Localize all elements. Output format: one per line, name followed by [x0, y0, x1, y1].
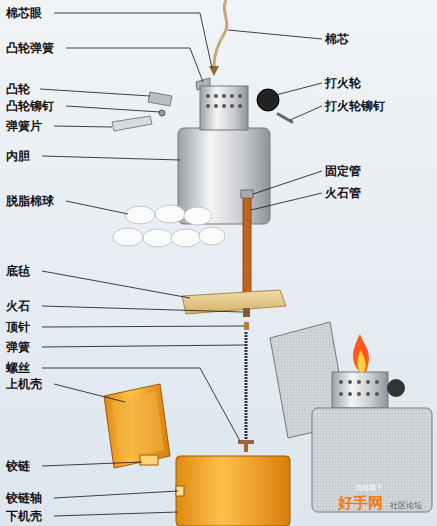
part-label: 弹簧片	[6, 118, 42, 134]
flint-wheel	[257, 89, 279, 111]
hinge	[140, 455, 158, 465]
insert-body	[178, 128, 270, 224]
part-label: 顶针	[6, 319, 30, 335]
part-label: 底毡	[6, 263, 30, 279]
cam-rivet	[159, 110, 165, 116]
wick	[214, 0, 227, 66]
part-label: 上机壳	[6, 376, 42, 392]
screw-head	[238, 440, 254, 444]
part-label: 打火轮	[325, 75, 361, 91]
flame-core	[357, 350, 365, 372]
pin	[244, 322, 249, 330]
leader-lines	[40, 13, 322, 516]
part-label: 下机壳	[6, 508, 42, 524]
part-label: 火石	[6, 298, 30, 314]
spring-plate	[112, 116, 152, 131]
part-label: 棉芯眼	[6, 5, 42, 21]
lower-case	[176, 456, 290, 526]
upper-case-inner	[112, 392, 164, 460]
flint-tube	[243, 195, 251, 295]
part-label: 凸轮弹簧	[6, 40, 54, 56]
part-label: 内胆	[6, 148, 30, 164]
assembled-case	[312, 408, 432, 512]
part-label: 脱脂棉球	[6, 193, 54, 209]
cotton-balls	[113, 205, 225, 247]
screw	[244, 444, 248, 452]
part-label: 螺丝	[6, 360, 30, 376]
flint	[243, 308, 250, 317]
assembled-holes	[339, 380, 379, 396]
wick-eyelet	[209, 66, 219, 76]
part-label: 棉芯	[325, 31, 349, 47]
cam	[148, 92, 172, 106]
part-label: 凸轮	[6, 81, 30, 97]
chimney-holes	[206, 94, 242, 108]
watermark: 社区论坛	[390, 501, 422, 511]
part-label: 弹簧	[6, 339, 30, 355]
flame	[353, 334, 369, 372]
chimney	[200, 86, 248, 130]
watermark: 好手网	[338, 493, 383, 513]
assembled-chimney	[332, 372, 388, 408]
spring	[245, 332, 248, 440]
fixing-tube	[241, 190, 253, 198]
part-label: 铰链	[6, 458, 30, 474]
upper-case	[104, 384, 170, 468]
assembled-wheel	[387, 379, 405, 397]
watermark: 清格旗下	[355, 484, 383, 493]
part-label: 凸轮铆钉	[6, 98, 54, 114]
part-label: 打火轮铆钉	[325, 98, 385, 114]
part-label: 铰链轴	[6, 490, 42, 506]
wheel-rivet	[278, 114, 292, 122]
part-label: 火石管	[325, 185, 361, 201]
part-label: 固定管	[325, 163, 361, 179]
